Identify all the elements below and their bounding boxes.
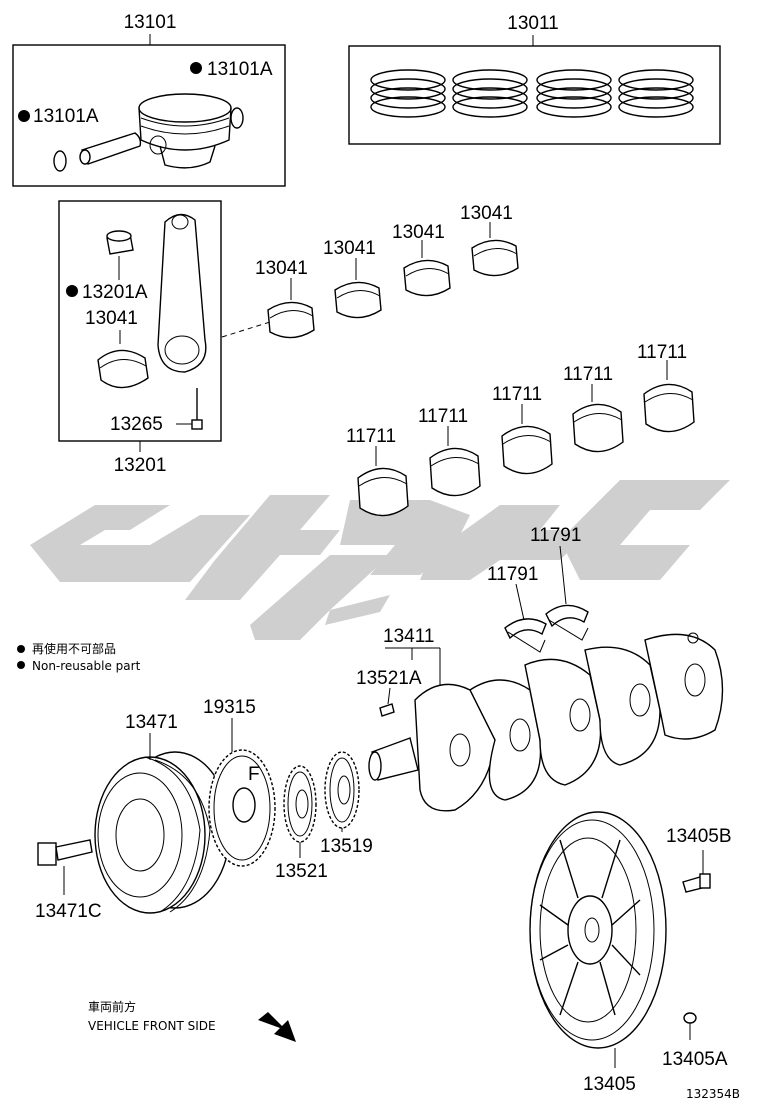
thrust-washers	[504, 545, 589, 653]
drive-plate-bolt	[682, 850, 711, 893]
drive-plate-pin	[683, 1012, 697, 1040]
label-11711-2: 11711	[418, 406, 468, 427]
label-11711-3: 11711	[492, 384, 542, 405]
label-13201a: 13201A	[82, 282, 148, 303]
label-11711-4: 11711	[563, 364, 613, 385]
label-13405a: 13405A	[662, 1049, 728, 1070]
label-13041-4: 13041	[460, 203, 513, 224]
main-bearing-2	[429, 426, 481, 497]
label-11791-1: 11791	[487, 564, 538, 585]
front-direction-arrow-icon	[258, 1012, 296, 1042]
label-13471c: 13471C	[35, 901, 102, 922]
main-bearing-3	[501, 404, 553, 475]
piston-assembly-box	[12, 34, 286, 187]
front-side-japanese: 車両前方	[88, 999, 136, 1014]
rod-bearing-2	[334, 258, 382, 319]
label-13041-rod: 13041	[85, 308, 138, 329]
label-19315: 19315	[203, 697, 256, 718]
connecting-rod-box	[58, 200, 222, 452]
label-13101a-right: 13101A	[207, 59, 273, 80]
main-bearing-1	[357, 446, 409, 517]
label-13411: 13411	[383, 626, 434, 647]
ring-set-2	[452, 69, 528, 118]
illustration-code: 132354B	[686, 1087, 740, 1101]
label-13201: 13201	[114, 455, 167, 476]
oil-pump-gear	[324, 751, 360, 832]
label-13519: 13519	[320, 836, 373, 857]
rod-bearing-row	[267, 222, 519, 339]
label-11711-5: 11711	[637, 342, 687, 363]
ring-set-3	[536, 69, 612, 118]
label-13101: 13101	[124, 12, 177, 33]
main-bearing-5	[643, 360, 695, 433]
label-11791-2: 11791	[530, 525, 581, 546]
rod-bearing-3	[403, 240, 451, 297]
label-13405b: 13405B	[666, 826, 732, 847]
main-bearing-4	[572, 384, 624, 453]
rod-bearing-4	[471, 222, 519, 277]
legend-english: Non-reusable part	[32, 659, 141, 673]
crankshaft	[368, 632, 724, 812]
label-11711-1: 11711	[346, 426, 396, 447]
label-13041-3: 13041	[392, 222, 445, 243]
label-13011: 13011	[507, 13, 558, 34]
drive-plate	[529, 811, 667, 1068]
crank-pulley	[94, 733, 231, 914]
ring-set-4	[618, 69, 694, 118]
label-13521: 13521	[275, 861, 328, 882]
crank-sprocket	[283, 765, 317, 858]
label-13265: 13265	[110, 414, 163, 435]
front-side-english: VEHICLE FRONT SIDE	[88, 1019, 216, 1033]
label-13041-2: 13041	[323, 238, 376, 259]
timing-rotor	[208, 718, 276, 867]
crank-key	[379, 687, 395, 717]
ring-set-1	[370, 69, 446, 118]
label-13041-1: 13041	[255, 258, 308, 279]
label-13521a: 13521A	[356, 668, 422, 689]
rod-bearing-1	[267, 278, 315, 339]
legend-japanese: 再使用不可部品	[32, 641, 116, 656]
watermark-logo	[30, 480, 730, 640]
pulley-bolt	[37, 839, 93, 895]
gear-f-mark: F	[248, 764, 260, 785]
label-13101a-left: 13101A	[33, 106, 99, 127]
piston-ring-set-box	[348, 35, 721, 145]
legend	[17, 645, 25, 669]
label-13471: 13471	[125, 712, 178, 733]
label-13405: 13405	[583, 1074, 636, 1095]
main-bearing-row	[357, 360, 695, 517]
